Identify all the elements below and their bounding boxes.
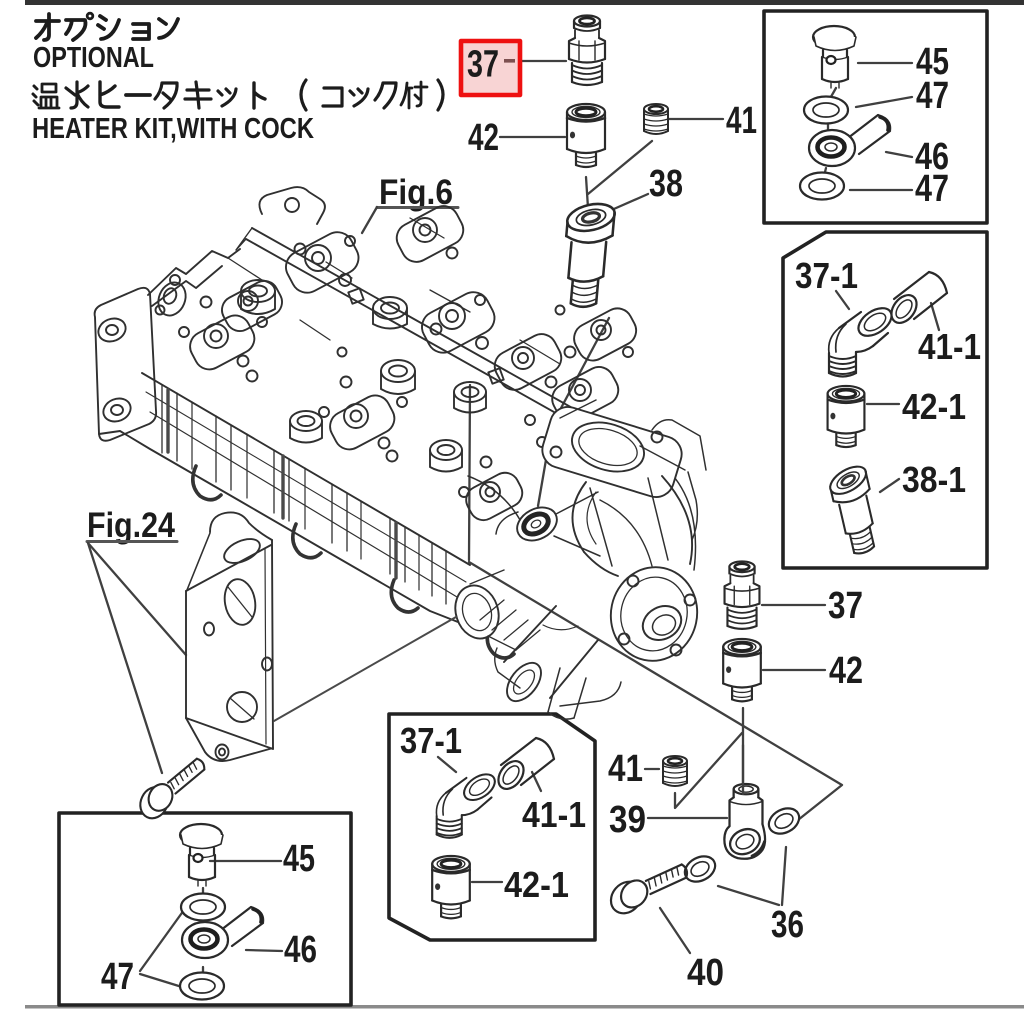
svg-text:47: 47	[915, 168, 949, 210]
svg-text:38-1: 38-1	[902, 459, 966, 500]
svg-text:45: 45	[283, 838, 315, 880]
svg-text:37-1: 37-1	[400, 720, 462, 761]
svg-text:Fig.24: Fig.24	[87, 506, 175, 545]
svg-text:47: 47	[101, 956, 134, 998]
svg-text:41: 41	[726, 100, 757, 142]
svg-text:41: 41	[608, 748, 643, 790]
svg-text:40: 40	[687, 952, 724, 994]
svg-text:39: 39	[609, 799, 646, 841]
svg-text:45: 45	[916, 41, 949, 83]
svg-text:41-1: 41-1	[522, 794, 586, 835]
svg-text:46: 46	[284, 929, 317, 971]
svg-text:41-1: 41-1	[918, 326, 981, 367]
svg-text:47: 47	[916, 75, 949, 117]
svg-text:OPTIONAL: OPTIONAL	[33, 42, 154, 74]
svg-text:37: 37	[828, 585, 863, 627]
svg-text:38: 38	[649, 163, 683, 205]
svg-text:37: 37	[467, 44, 499, 86]
svg-text:37-1: 37-1	[795, 255, 858, 296]
svg-text:42-1: 42-1	[504, 864, 569, 905]
svg-text:42-1: 42-1	[902, 386, 966, 427]
svg-text:42: 42	[468, 117, 499, 159]
svg-text:36: 36	[771, 904, 804, 946]
svg-text:42: 42	[829, 650, 863, 692]
svg-text:HEATER KIT,WITH COCK: HEATER KIT,WITH COCK	[32, 113, 314, 145]
svg-text:46: 46	[915, 136, 949, 178]
